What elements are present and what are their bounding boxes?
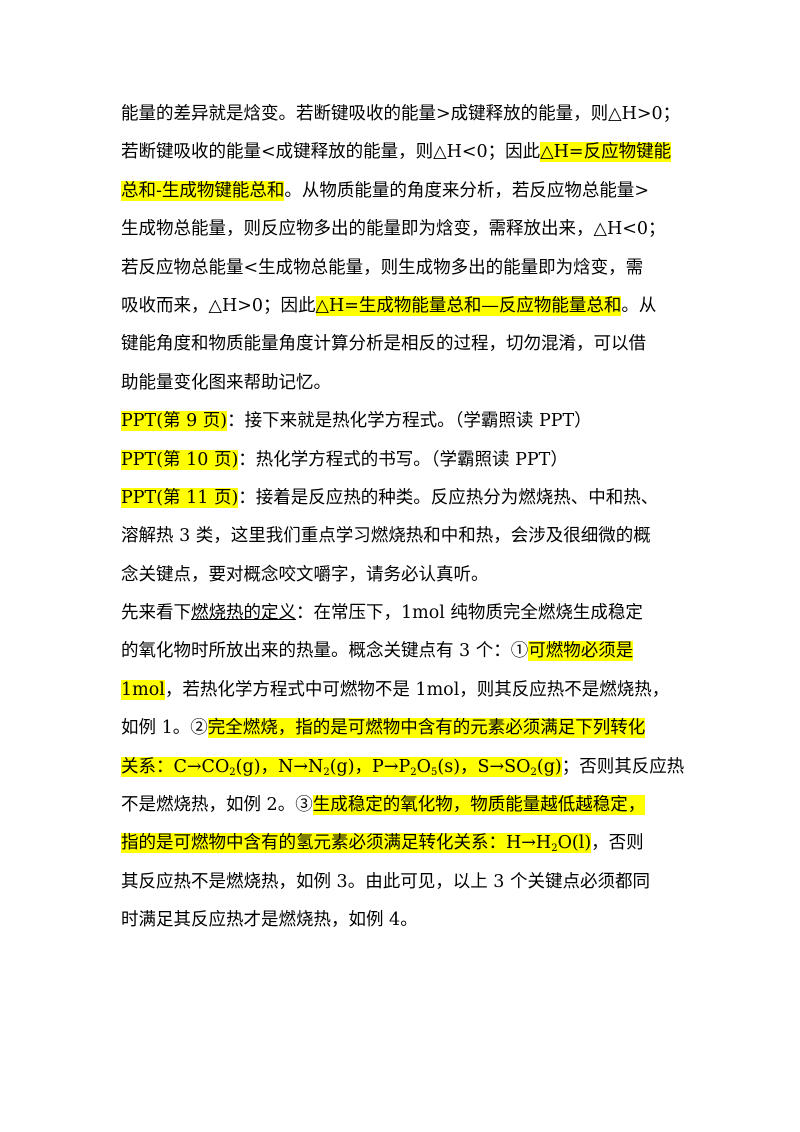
text-line: 先来看下燃烧热的定义：在常压下，1mol 纯物质完全燃烧生成稳定 xyxy=(121,594,683,632)
subscript: 2 xyxy=(410,766,417,778)
text-run: 的氧化物时所放出来的热量。概念关键点有 3 个：① xyxy=(121,641,529,662)
text-run: O(l) xyxy=(557,833,592,854)
text-line: 的氧化物时所放出来的热量。概念关键点有 3 个：①可燃物必须是 xyxy=(121,632,683,670)
subscript: 2 xyxy=(530,766,537,778)
text-run: 吸收而来，△H>0；因此 xyxy=(121,295,316,316)
highlighted-text: 1mol xyxy=(121,679,165,700)
text-line: 若反应物总能量<生成物总能量，则生成物多出的能量即为焓变，需 xyxy=(121,249,683,287)
text-run: 若断键吸收的能量<成键释放的能量，则△H<0；因此 xyxy=(121,142,541,163)
text-line: 1mol，若热化学方程式中可燃物不是 1mol，则其反应热不是燃烧热， xyxy=(121,671,683,709)
text-run: ；否则其反应热 xyxy=(561,756,685,777)
text-run: ：接着是反应热的种类。反应热分为燃烧热、中和热、 xyxy=(238,487,659,508)
highlighted-text: △H=生成物能量总和—反应物能量总和 xyxy=(315,295,622,316)
text-run: ，若热化学方程式中可燃物不是 1mol，则其反应热不是燃烧热， xyxy=(164,679,670,700)
highlighted-text: 关系：C→CO2(g)，N→N2(g)，P→P2O5(s)，S→SO2(g) xyxy=(121,756,562,778)
text-line: 吸收而来，△H>0；因此△H=生成物能量总和—反应物能量总和。从 xyxy=(121,287,683,325)
text-line: 念关键点，要对概念咬文嚼字，请务必认真听。 xyxy=(121,556,683,594)
text-run: 助能量变化图来帮助记忆。 xyxy=(121,372,331,393)
highlighted-text: PPT(第 9 页) xyxy=(121,411,228,432)
text-line: 助能量变化图来帮助记忆。 xyxy=(121,364,683,402)
text-run: 关系：C→CO xyxy=(121,756,230,777)
text-run: 时满足其反应热才是燃烧热，如例 4。 xyxy=(121,910,418,931)
highlighted-text: PPT(第 10 页) xyxy=(121,449,239,470)
text-run: ：在常压下，1mol 纯物质完全燃烧生成稳定 xyxy=(296,603,643,624)
text-line: 指的是可燃物中含有的氢元素必须满足转化关系：H→H2O(l)，否则 xyxy=(121,824,683,862)
subscript: 5 xyxy=(431,766,438,778)
highlighted-text: 可燃物必须是 xyxy=(528,641,634,662)
text-run: (g) xyxy=(536,756,562,777)
highlighted-text: PPT(第 11 页) xyxy=(121,487,239,508)
subscript: 2 xyxy=(551,843,558,855)
highlighted-text: 指的是可燃物中含有的氢元素必须满足转化关系：H→H2O(l) xyxy=(121,833,592,855)
text-line: 溶解热 3 类，这里我们重点学习燃烧热和中和热，会涉及很细微的概 xyxy=(121,517,683,555)
text-run: (g)，N→N xyxy=(235,756,324,777)
highlighted-text: △H=反应物键能 xyxy=(540,142,672,163)
underlined-term: 燃烧热的定义 xyxy=(191,603,296,624)
text-line: 时满足其反应热才是燃烧热，如例 4。 xyxy=(121,901,683,939)
text-run: 键能角度和物质能量角度计算分析是相反的过程，切勿混淆，可以借 xyxy=(121,334,646,355)
text-run: 。从物质能量的角度来分析，若反应物总能量> xyxy=(284,180,650,201)
highlighted-text: 生成稳定的氧化物，物质能量越低越稳定， xyxy=(312,795,646,816)
text-run: 其反应热不是燃烧热，如例 3。由此可见，以上 3 个关键点必须都同 xyxy=(121,871,650,892)
text-run: (s)，S→SO xyxy=(437,756,531,777)
text-line: 总和-生成物键能总和。从物质能量的角度来分析，若反应物总能量> xyxy=(121,172,683,210)
text-run: (g)，P→P xyxy=(329,756,411,777)
text-line: 能量的差异就是焓变。若断键吸收的能量>成键释放的能量，则△H>0； xyxy=(121,95,683,133)
text-run: ，否则 xyxy=(591,833,644,854)
text-run: 如例 1。② xyxy=(121,718,208,739)
text-line: 生成物总能量，则反应物多出的能量即为焓变，需释放出来，△H<0； xyxy=(121,210,683,248)
subscript: 2 xyxy=(229,766,236,778)
highlighted-text: 完全燃烧，指的是可燃物中含有的元素必须满足下列转化 xyxy=(207,718,646,739)
text-run: O xyxy=(416,756,432,777)
text-line: 关系：C→CO2(g)，N→N2(g)，P→P2O5(s)，S→SO2(g)；否… xyxy=(121,748,685,786)
text-run: 生成物总能量，则反应物多出的能量即为焓变，需释放出来，△H<0； xyxy=(121,219,666,240)
text-line: 键能角度和物质能量角度计算分析是相反的过程，切勿混淆，可以借 xyxy=(121,325,683,363)
text-run: 不是燃烧热，如例 2。③ xyxy=(121,795,313,816)
text-line: 如例 1。②完全燃烧，指的是可燃物中含有的元素必须满足下列转化 xyxy=(121,709,683,747)
text-line: 不是燃烧热，如例 2。③生成稳定的氧化物，物质能量越低越稳定， xyxy=(121,786,683,824)
text-line: 其反应热不是燃烧热，如例 3。由此可见，以上 3 个关键点必须都同 xyxy=(121,863,683,901)
text-line: PPT(第 11 页)：接着是反应热的种类。反应热分为燃烧热、中和热、 xyxy=(121,479,683,517)
document-body: 能量的差异就是焓变。若断键吸收的能量>成键释放的能量，则△H>0； 若断键吸收的能… xyxy=(121,95,685,940)
text-run: 指的是可燃物中含有的氢元素必须满足转化关系：H→H xyxy=(121,833,552,854)
text-run: 溶解热 3 类，这里我们重点学习燃烧热和中和热，会涉及很细微的概 xyxy=(121,526,651,547)
text-line: PPT(第 10 页)：热化学方程式的书写。（学霸照读 PPT） xyxy=(121,441,683,479)
text-run: 先来看下 xyxy=(121,603,191,624)
text-run: 。从 xyxy=(621,295,657,316)
text-run: ：接下来就是热化学方程式。（学霸照读 PPT） xyxy=(227,411,592,432)
highlighted-text: 总和-生成物键能总和 xyxy=(121,180,285,201)
text-line: 若断键吸收的能量<成键释放的能量，则△H<0；因此△H=反应物键能 xyxy=(121,133,683,171)
text-run: 能量的差异就是焓变。若断键吸收的能量>成键释放的能量，则△H>0； xyxy=(121,104,681,124)
text-run: 念关键点，要对概念咬文嚼字，请务必认真听。 xyxy=(121,564,489,585)
subscript: 2 xyxy=(323,766,330,778)
text-run: 若反应物总能量<生成物总能量，则生成物多出的能量即为焓变，需 xyxy=(121,257,644,278)
text-line: PPT(第 9 页)：接下来就是热化学方程式。（学霸照读 PPT） xyxy=(121,402,683,440)
text-run: ：热化学方程式的书写。（学霸照读 PPT） xyxy=(238,449,568,470)
